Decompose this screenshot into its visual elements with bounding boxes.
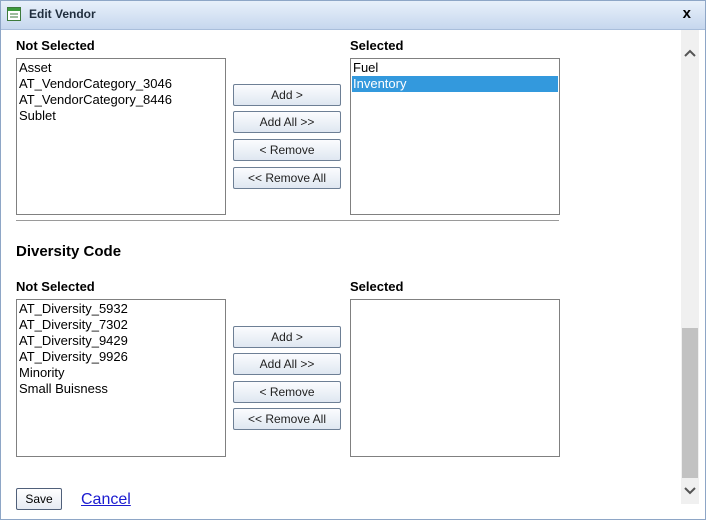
diversity-not-selected-label: Not Selected xyxy=(16,279,95,294)
diversity-add-button[interactable]: Add > xyxy=(233,326,341,348)
category-not-selected-list[interactable]: Asset AT_VendorCategory_3046 AT_VendorCa… xyxy=(16,58,226,215)
list-item[interactable]: AT_Diversity_7302 xyxy=(19,317,128,332)
chevron-down-icon[interactable] xyxy=(681,482,699,500)
form-icon xyxy=(7,7,21,21)
diversity-not-selected-list[interactable]: AT_Diversity_5932 AT_Diversity_7302 AT_D… xyxy=(16,299,226,457)
category-add-all-button[interactable]: Add All >> xyxy=(233,111,341,133)
category-add-button[interactable]: Add > xyxy=(233,84,341,106)
diversity-selected-label: Selected xyxy=(350,279,404,294)
vertical-scrollbar[interactable] xyxy=(681,30,699,504)
diversity-code-heading: Diversity Code xyxy=(16,243,122,260)
diversity-selected-list[interactable] xyxy=(350,299,560,457)
list-item[interactable]: Sublet xyxy=(19,108,56,123)
category-remove-button[interactable]: < Remove xyxy=(233,139,341,161)
category-selected-label: Selected xyxy=(350,38,404,53)
dialog-title: Edit Vendor xyxy=(29,7,96,21)
list-item[interactable]: AT_Diversity_5932 xyxy=(19,301,128,316)
dialog-content: Not Selected Selected Asset AT_VendorCat… xyxy=(1,30,681,519)
save-button[interactable]: Save xyxy=(16,488,62,510)
title-bar: Edit Vendor x xyxy=(1,1,705,30)
list-item[interactable]: Asset xyxy=(19,60,52,75)
list-item[interactable]: AT_Diversity_9926 xyxy=(19,349,128,364)
list-item[interactable]: Fuel xyxy=(353,60,379,75)
list-item[interactable]: AT_Diversity_9429 xyxy=(19,333,128,348)
category-remove-all-button[interactable]: << Remove All xyxy=(233,167,341,189)
list-item[interactable]: Small Buisness xyxy=(19,381,108,396)
category-not-selected-label: Not Selected xyxy=(16,38,95,53)
section-divider xyxy=(16,220,559,221)
cancel-link[interactable]: Cancel xyxy=(81,491,131,508)
diversity-add-all-button[interactable]: Add All >> xyxy=(233,353,341,375)
scrollbar-thumb[interactable] xyxy=(682,328,698,478)
close-button[interactable]: x xyxy=(682,5,691,22)
category-selected-list[interactable]: Fuel Inventory xyxy=(350,58,560,215)
chevron-up-icon[interactable] xyxy=(681,44,699,62)
list-item[interactable]: Minority xyxy=(19,365,65,380)
diversity-remove-all-button[interactable]: << Remove All xyxy=(233,408,341,430)
list-item-selected[interactable]: Inventory xyxy=(352,76,558,92)
list-item[interactable]: AT_VendorCategory_8446 xyxy=(19,92,172,107)
diversity-remove-button[interactable]: < Remove xyxy=(233,381,341,403)
list-item[interactable]: AT_VendorCategory_3046 xyxy=(19,76,172,91)
